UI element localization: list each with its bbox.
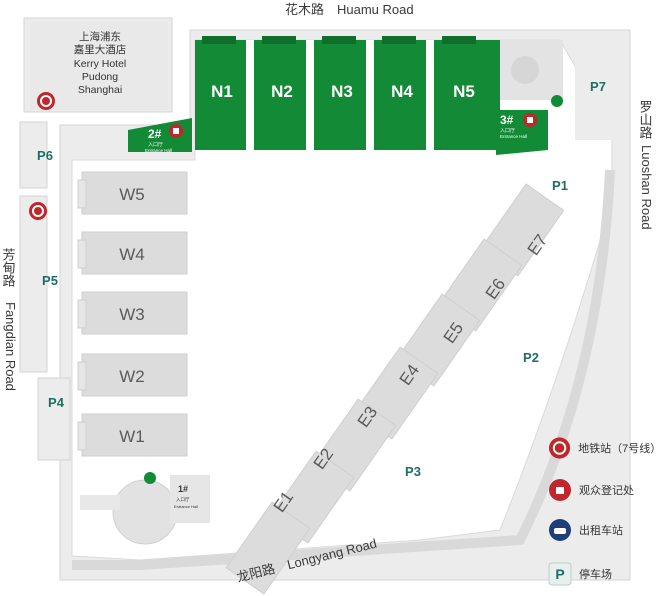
roundabout-bottom [112,479,178,545]
hall-n5[interactable]: N5 [453,82,475,101]
entrance-2-number: 2# [148,127,162,141]
ring-road [72,169,615,570]
taxi-icon [551,95,563,107]
west-halls [77,171,188,457]
plaza-bottom [80,495,120,510]
hall-n4[interactable]: N4 [391,82,413,101]
legend-registration: 观众登记处 [548,478,658,502]
parking-p2[interactable]: P2 [523,350,539,365]
hall-w5[interactable]: W5 [119,185,145,204]
entrance-3-en: Entrance Hall [500,134,527,139]
hotel-name-en-2: Pudong [82,71,118,83]
legend-metro-label: 地铁站（7号线） [578,443,660,455]
legend-metro: 地铁站（7号线） [548,436,660,460]
hotel-name-en-3: Shanghai [78,84,122,96]
hall-w1[interactable]: W1 [119,427,145,446]
metro-icon [29,202,47,220]
hall-w4[interactable]: W4 [119,245,145,264]
legend-parking: P 停车场 [548,562,658,586]
entrance-1-number: 1# [178,484,188,494]
hall-n1[interactable]: N1 [211,82,233,101]
parking-p7[interactable]: P7 [590,79,606,94]
registration-icon [549,479,571,501]
parking-p4[interactable]: P4 [48,395,65,410]
parking-p6[interactable]: P6 [37,148,53,163]
hotel-name-en-1: Kerry Hotel [74,58,127,70]
legend-registration-label: 观众登记处 [579,485,634,497]
road-huamu: 花木路 Huamu Road [285,2,414,17]
entrance-2-cn: 入口厅 [148,142,163,148]
road-luoshan-cn: 罗山路 [638,100,653,139]
road-luoshan-en: Luoshan Road [639,145,654,230]
legend-taxi: 出租车站 [548,518,658,542]
parking-icon: P [548,562,572,586]
entrance-3[interactable]: 3# 入口厅 Entrance Hall [496,110,548,155]
taxi-icon [144,472,156,484]
svg-text:P: P [555,566,564,582]
entrance-1-en: Entrance Hall [174,504,198,509]
parking-p5[interactable]: P5 [42,273,58,288]
east-halls [225,183,565,595]
hotel-name-cn-1: 上海浦东 [79,30,121,43]
p7-area [575,40,625,140]
parking-p1[interactable]: P1 [552,178,568,193]
road-fangdian-en: Fangdian Road [3,302,18,391]
metro-icon [548,437,571,459]
roundabout-top [511,56,539,84]
hotel-block [30,22,168,110]
hall-w3[interactable]: W3 [119,305,145,324]
entrance-3-cn: 入口厅 [500,128,515,134]
legend-parking-label: 停车场 [579,569,612,581]
legend-taxi-label: 出租车站 [579,525,623,537]
entrance-1[interactable]: 1# 入口厅 Entrance Hall [170,475,210,523]
entrance-2-en: Entrance Hall [145,148,172,153]
entrance-1-cn: 入口厅 [176,497,190,503]
hotel-name-cn-2: 嘉里大酒店 [74,43,127,56]
taxi-icon [549,519,571,541]
entrance-2[interactable]: 2# 入口厅 Entrance Hall [128,118,192,153]
hall-n2[interactable]: N2 [271,82,293,101]
hall-n3[interactable]: N3 [331,82,353,101]
hall-w2[interactable]: W2 [119,367,145,386]
north-halls: N1 N2 N3 N4 N5 [195,36,500,150]
road-fangdian-cn: 芳甸路 [1,248,16,287]
parking-p3[interactable]: P3 [405,464,421,479]
entrance-3-number: 3# [500,113,514,127]
metro-icon [37,92,55,110]
